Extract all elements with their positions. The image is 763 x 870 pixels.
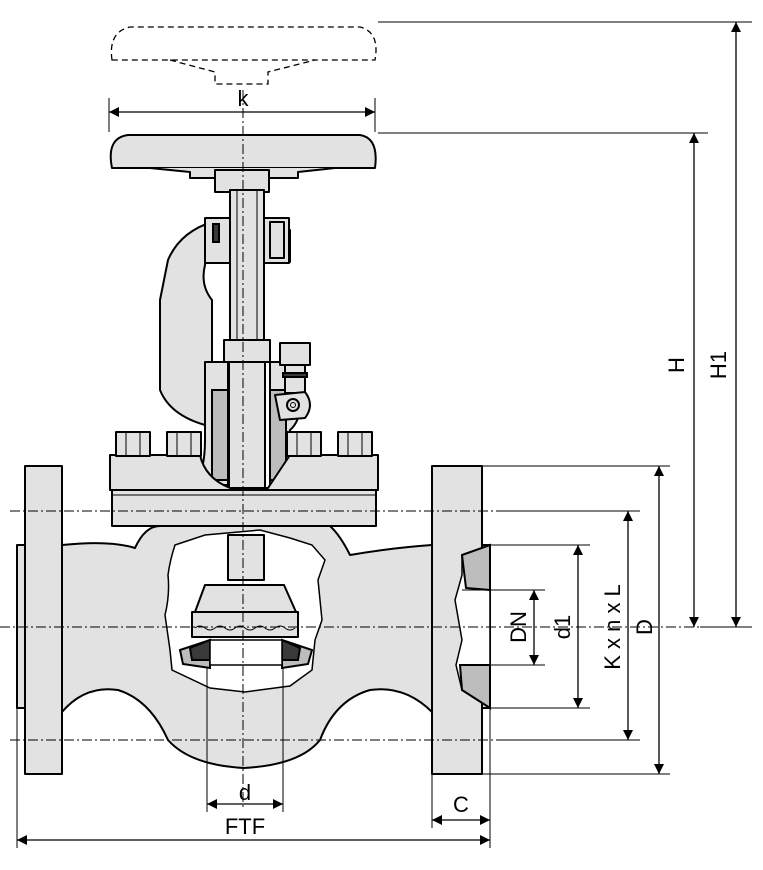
valve-disc [191, 534, 299, 638]
extension-lines [16, 21, 752, 848]
label-d1: d1 [550, 615, 575, 639]
handwheel-open-outline [110, 26, 377, 85]
label-k: k [238, 86, 250, 111]
gland-bolt [274, 342, 311, 421]
bonnet-bolts [115, 431, 373, 457]
centerlines [0, 90, 700, 810]
label-h: H [664, 357, 689, 373]
inlet-flange [16, 465, 63, 775]
dimension-labels: k H1 H D K x n x L d1 DN d C FTF [225, 86, 731, 839]
valve-seat [178, 638, 314, 670]
dimension-arrows [17, 22, 741, 845]
label-C: C [453, 792, 469, 817]
label-FTF: FTF [225, 814, 265, 839]
label-DN: DN [506, 611, 531, 643]
label-D: D [632, 619, 657, 635]
label-KxnxL: K x n x L [600, 584, 625, 670]
label-d: d [239, 780, 251, 805]
valve-stem [223, 189, 271, 491]
label-h1: H1 [706, 351, 731, 379]
outlet-flange [431, 465, 491, 775]
